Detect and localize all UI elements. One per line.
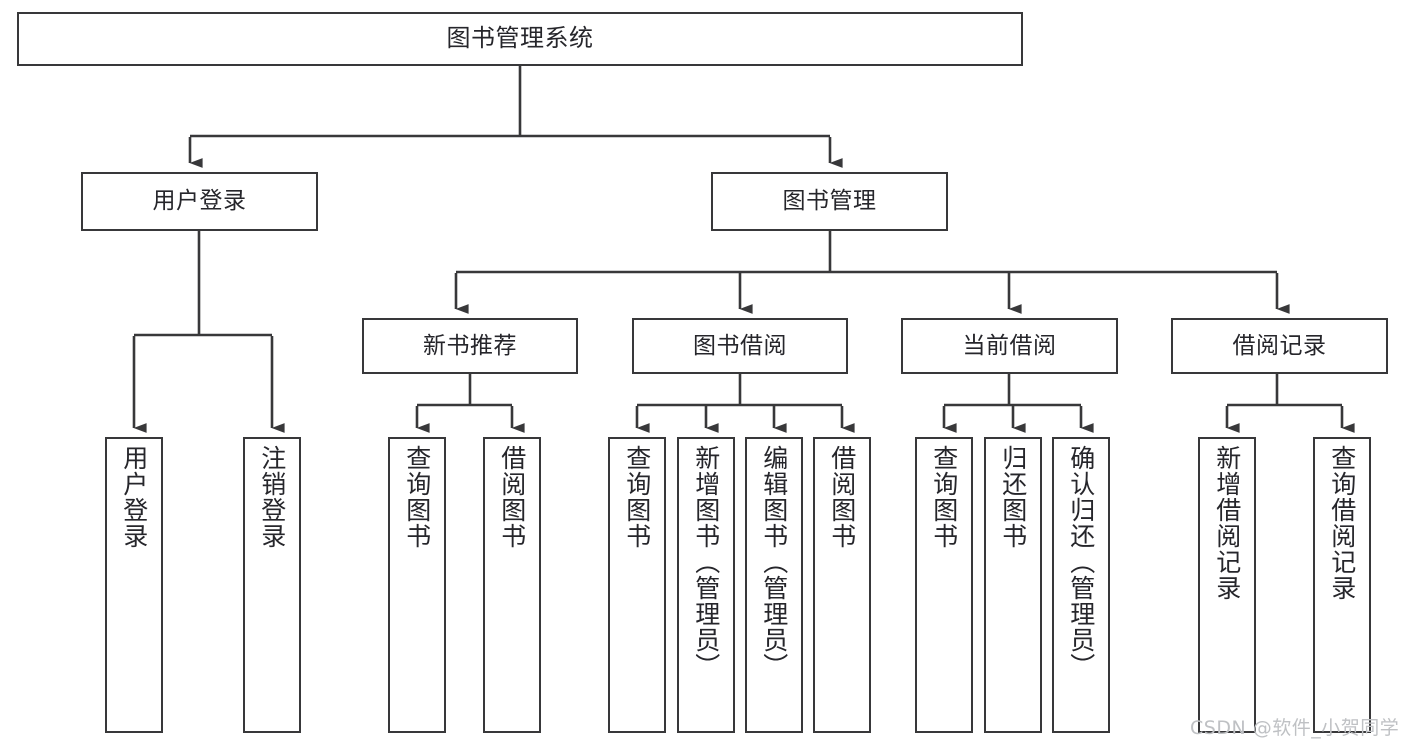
node-current-borrow[interactable]: 当前借阅: [901, 318, 1118, 374]
node-label: 查询图书: [929, 445, 959, 549]
node-label: 查询图书: [622, 445, 652, 549]
node-new-book-recommend[interactable]: 新书推荐: [362, 318, 578, 374]
node-leaf-logout[interactable]: 注销登录: [243, 437, 301, 733]
node-label: 借阅图书: [827, 445, 857, 549]
node-label: 确认归还（管理员）: [1066, 445, 1096, 679]
node-label: 借阅记录: [1232, 332, 1327, 359]
node-label: 注销登录: [257, 445, 287, 549]
node-label: 图书借阅: [693, 332, 787, 359]
node-leaf-borrow-book-2[interactable]: 借阅图书: [813, 437, 871, 733]
node-leaf-query-book-2[interactable]: 查询图书: [608, 437, 666, 733]
node-root-book-management-system[interactable]: 图书管理系统: [17, 12, 1023, 66]
node-label: 查询借阅记录: [1327, 445, 1357, 601]
csdn-watermark: CSDN @软件_小贺同学: [1190, 717, 1400, 739]
node-leaf-query-book-1[interactable]: 查询图书: [388, 437, 446, 733]
node-leaf-query-book-3[interactable]: 查询图书: [915, 437, 973, 733]
node-book-manage[interactable]: 图书管理: [711, 172, 948, 231]
node-label: 图书管理: [782, 188, 877, 215]
node-leaf-query-record[interactable]: 查询借阅记录: [1313, 437, 1371, 733]
node-label: 用户登录: [152, 188, 247, 215]
node-label: 当前借阅: [962, 332, 1057, 359]
node-label: 新增借阅记录: [1212, 445, 1242, 601]
node-user-login[interactable]: 用户登录: [81, 172, 318, 231]
node-label: 查询图书: [402, 445, 432, 549]
node-book-borrow[interactable]: 图书借阅: [632, 318, 848, 374]
node-leaf-add-book[interactable]: 新增图书（管理员）: [677, 437, 735, 733]
node-leaf-return-book[interactable]: 归还图书: [984, 437, 1042, 733]
node-label: 用户登录: [119, 445, 149, 549]
node-label: 归还图书: [998, 445, 1028, 549]
node-leaf-user-login[interactable]: 用户登录: [105, 437, 163, 733]
node-label: 新增图书（管理员）: [691, 445, 721, 679]
node-borrow-record[interactable]: 借阅记录: [1171, 318, 1388, 374]
node-leaf-add-record[interactable]: 新增借阅记录: [1198, 437, 1256, 733]
node-label: 借阅图书: [497, 445, 527, 549]
node-label: 编辑图书（管理员）: [759, 445, 789, 679]
node-label: 图书管理系统: [446, 24, 594, 53]
node-leaf-edit-book[interactable]: 编辑图书（管理员）: [745, 437, 803, 733]
node-leaf-borrow-book-1[interactable]: 借阅图书: [483, 437, 541, 733]
node-leaf-confirm-return[interactable]: 确认归还（管理员）: [1052, 437, 1110, 733]
node-label: 新书推荐: [423, 332, 517, 359]
